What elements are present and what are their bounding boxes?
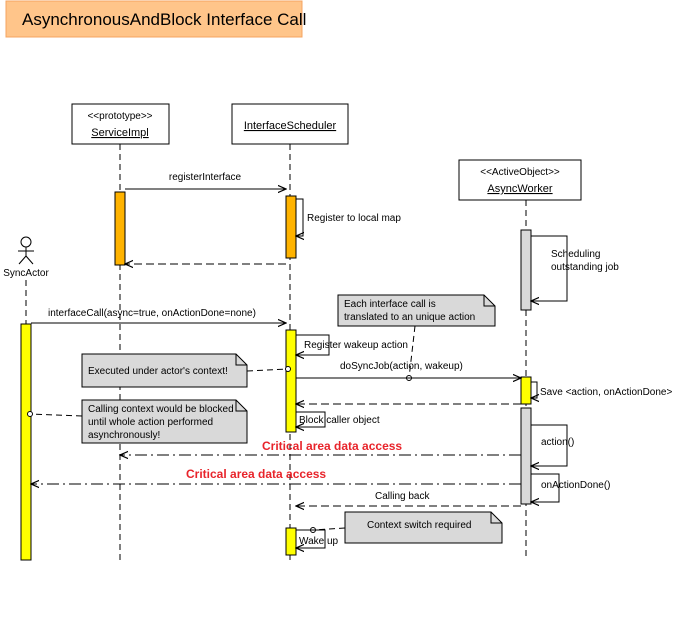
note-executed-connector (246, 368, 289, 372)
on-action-done-self-arrow (531, 473, 560, 502)
service-impl-stereotype: <<prototype>> (87, 111, 152, 122)
note-translated: Each interface call is translated to an … (337, 294, 496, 327)
note-blocked-connector (29, 413, 83, 417)
service-impl-name: ServiceImpl (91, 127, 148, 139)
note-blocked: Calling context would be blocked until w… (81, 399, 248, 444)
actor-activation (20, 323, 32, 561)
action-self-arrow (531, 424, 568, 466)
scheduler-activation-register (285, 195, 297, 259)
note-translated-line2: translated to an unique action (344, 312, 475, 323)
note-executed-anchor (285, 366, 291, 372)
sync-actor-name: SyncActor (3, 268, 49, 279)
title-box: AsynchronousAndBlock Interface Call (5, 0, 306, 38)
note-blocked-anchor (27, 411, 33, 417)
scheduling-label-line1: Scheduling (551, 249, 600, 260)
async-worker-stereotype: <<ActiveObject>> (480, 167, 560, 178)
lifeline-async-worker: <<ActiveObject>> AsyncWorker (458, 159, 582, 201)
action-label: action() (541, 437, 574, 448)
note-executed-text: Executed under actor's context! (88, 366, 228, 377)
worker-activation-scheduling (520, 229, 532, 311)
save-label: Save <action, onActionDone> (540, 387, 672, 398)
block-caller-self-arrow (296, 411, 326, 427)
critical-label-lower: Critical area data access (186, 467, 326, 481)
register-wakeup-label: Register wakeup action (304, 340, 408, 351)
scheduling-self-arrow (531, 235, 568, 301)
lifeline-lines (25, 144, 527, 560)
sync-actor (18, 236, 34, 265)
wake-up-self-arrow (296, 529, 326, 548)
register-local-map-self-arrow (296, 198, 303, 236)
note-context-switch-text: Context switch required (367, 520, 472, 531)
note-translated-line1: Each interface call is (344, 299, 436, 310)
on-action-done-label: onActionDone() (541, 480, 610, 491)
note-context-switch-connector (312, 527, 346, 531)
lifeline-service-impl: <<prototype>> ServiceImpl (71, 103, 170, 145)
save-self-arrow (531, 381, 537, 398)
register-local-map-label: Register to local map (307, 213, 401, 224)
register-interface-label: registerInterface (169, 172, 242, 183)
calling-back-label: Calling back (375, 491, 430, 502)
scheduling-label-line2: outstanding job (551, 262, 619, 273)
async-worker-name: AsyncWorker (487, 183, 553, 195)
diagram-title: AsynchronousAndBlock Interface Call (22, 10, 306, 29)
note-blocked-line3: asynchronously! (88, 430, 160, 441)
actor-head-icon (20, 236, 32, 248)
scheduler-activation-wakeup (285, 527, 297, 556)
note-context-switch: Context switch required (344, 511, 503, 544)
note-blocked-line2: until whole action performed (88, 417, 213, 428)
critical-label-upper: Critical area data access (262, 439, 402, 453)
lifeline-interface-scheduler: InterfaceScheduler (231, 103, 349, 145)
do-sync-job-label: doSyncJob(action, wakeup) (340, 361, 463, 372)
note-executed: Executed under actor's context! (81, 353, 248, 388)
note-blocked-line1: Calling context would be blocked (88, 404, 234, 415)
register-wakeup-self-arrow (296, 334, 330, 355)
block-caller-label: Block caller object (299, 415, 380, 426)
interface-call-label: interfaceCall(async=true, onActionDone=n… (48, 308, 256, 319)
wake-up-label: Wake up (299, 536, 339, 547)
interface-scheduler-name: InterfaceScheduler (244, 120, 337, 132)
worker-activation-save (520, 376, 532, 405)
scheduler-activation-call (285, 329, 297, 433)
service-impl-activation (114, 191, 126, 266)
worker-activation-action (520, 407, 532, 505)
note-translated-connector (408, 325, 416, 379)
